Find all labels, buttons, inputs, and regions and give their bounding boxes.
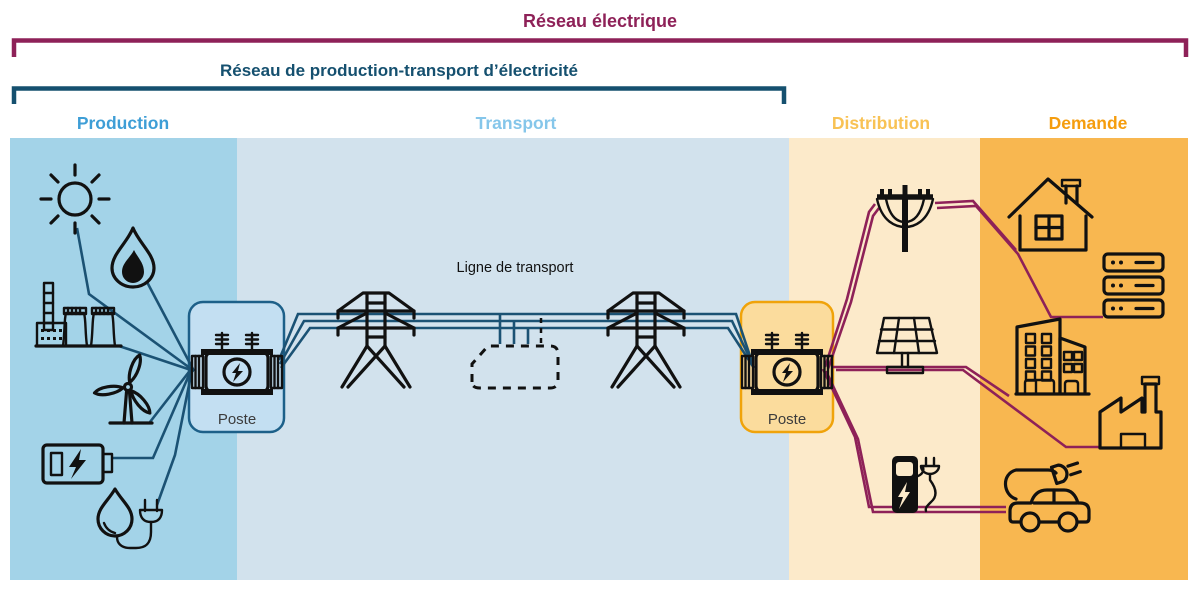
band-transport xyxy=(237,138,789,580)
flame-icon xyxy=(110,226,156,289)
sun-icon xyxy=(39,163,111,235)
utility-pole-icon xyxy=(875,185,935,252)
subtitle: Réseau de production-transport d’électri… xyxy=(220,61,578,80)
header-production: Production xyxy=(77,113,169,133)
distribution-lines xyxy=(821,199,1103,514)
transmission-lines xyxy=(277,312,756,369)
solar-panel-icon xyxy=(875,316,939,375)
buildings-icon xyxy=(1014,317,1091,396)
house-icon xyxy=(1007,177,1094,252)
hydro-water-plug-icon xyxy=(96,487,164,550)
dashed-load-box xyxy=(470,318,560,390)
server-rack-icon xyxy=(1102,252,1165,319)
substation-left-label: Poste xyxy=(218,411,256,428)
battery-icon xyxy=(41,443,114,485)
factory-icon xyxy=(1098,375,1163,450)
transport-line-label: Ligne de transport xyxy=(457,260,574,276)
subtitle-bracket xyxy=(11,86,787,104)
production-feeder-lines xyxy=(75,227,196,506)
header-demande: Demande xyxy=(1049,113,1128,133)
header-distribution: Distribution xyxy=(832,113,930,133)
main-title-bracket xyxy=(11,38,1189,57)
electric-car-icon xyxy=(1003,461,1091,533)
main-title: Réseau électrique xyxy=(523,11,677,31)
power-plant-icon xyxy=(34,281,123,348)
wind-turbine-icon xyxy=(92,353,154,425)
substation-right-label: Poste xyxy=(768,411,806,428)
section-headers: Production Transport Distribution Demand… xyxy=(77,113,1128,133)
ev-charger-icon xyxy=(892,456,941,513)
header-transport: Transport xyxy=(476,113,557,133)
